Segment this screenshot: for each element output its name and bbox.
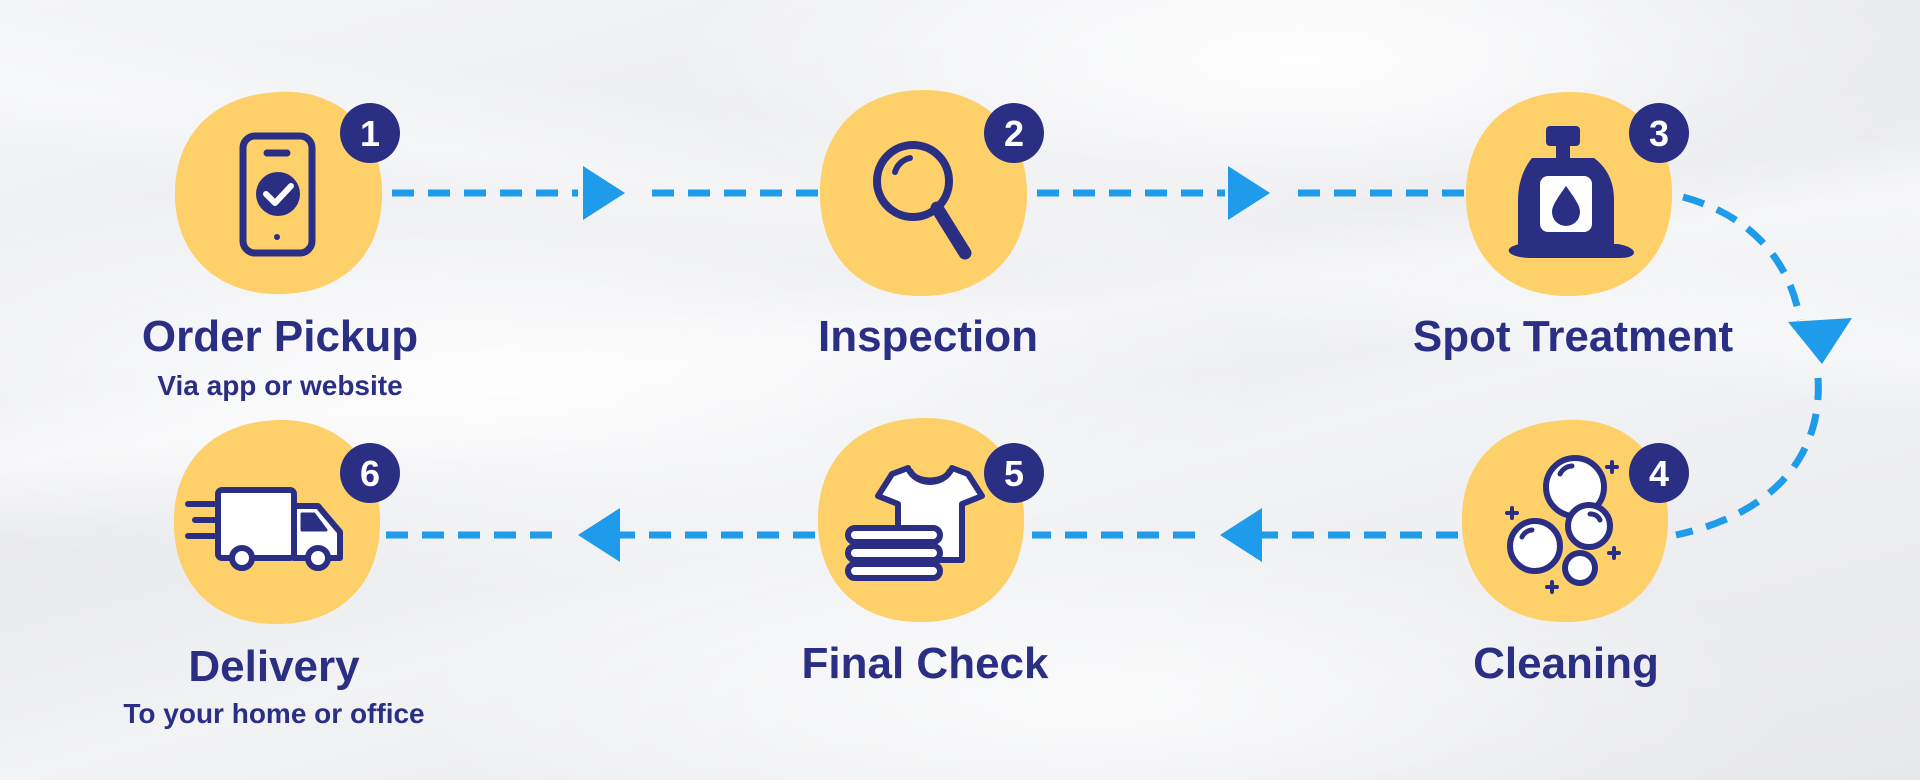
arrowhead-right: [1228, 166, 1270, 220]
step-subtitle: Via app or website: [157, 370, 402, 401]
svg-text:4: 4: [1649, 453, 1669, 494]
svg-text:6: 6: [360, 453, 380, 494]
detergent-bottle-icon: [1508, 126, 1634, 258]
svg-text:5: 5: [1004, 453, 1024, 494]
step-badge: 6: [340, 443, 400, 503]
arrowhead-left: [578, 508, 620, 562]
step-title: Delivery: [188, 642, 360, 691]
step-1: 1 Order Pickup Via app or website: [142, 91, 418, 401]
phone-check-icon: [239, 132, 316, 257]
bubbles-icon: [1505, 455, 1621, 594]
step-badge: 2: [984, 103, 1044, 163]
step-title: Inspection: [818, 312, 1038, 361]
connector-5-6: [385, 508, 815, 562]
step-5: 5 Final Check: [802, 417, 1049, 688]
step-3: 3 Spot Treatment: [1413, 92, 1734, 361]
connector-2-3: [1037, 166, 1465, 220]
connector-1-2: [392, 166, 822, 220]
step-badge: 5: [984, 443, 1044, 503]
connector-3-4: [1675, 193, 1852, 539]
svg-text:3: 3: [1649, 113, 1669, 154]
step-title: Spot Treatment: [1413, 312, 1734, 361]
step-subtitle: To your home or office: [123, 698, 424, 729]
step-badge: 4: [1629, 443, 1689, 503]
connector-4-5: [1032, 508, 1458, 562]
step-2: 2 Inspection: [818, 90, 1044, 361]
step-6: 6 Delivery To your home or office: [123, 419, 425, 729]
step-badge: 1: [340, 103, 400, 163]
step-title: Final Check: [802, 639, 1049, 688]
step-blob: [1461, 419, 1669, 623]
folded-shirt-icon: [845, 465, 985, 581]
magnifier-icon: [873, 141, 972, 260]
arrowhead-left: [1220, 508, 1262, 562]
arrowhead-down: [1788, 318, 1852, 364]
step-blob: [819, 90, 1028, 297]
step-badge: 3: [1629, 103, 1689, 163]
delivery-truck-icon: [185, 487, 343, 571]
svg-text:2: 2: [1004, 113, 1024, 154]
svg-text:1: 1: [360, 113, 380, 154]
step-title: Cleaning: [1473, 639, 1659, 688]
step-title: Order Pickup: [142, 312, 418, 361]
arrowhead-right: [583, 166, 625, 220]
step-4: 4 Cleaning: [1461, 419, 1689, 688]
